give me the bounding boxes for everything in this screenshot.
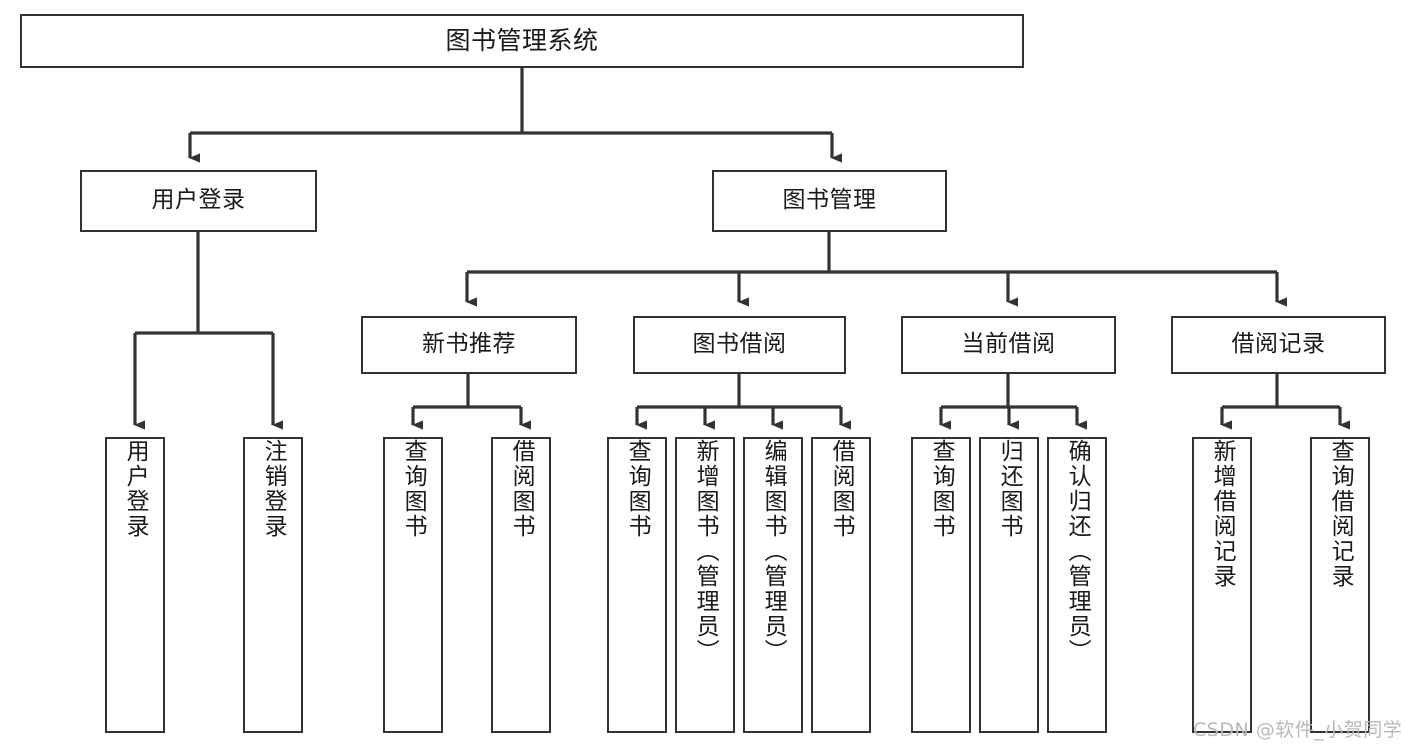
node-label: 查询图书 [400,439,427,539]
node-leaf-edit-book[interactable]: 编辑图书（管理员） [743,437,803,733]
node-leaf-confirm-return[interactable]: 确认归还（管理员） [1047,437,1107,733]
node-leaf-borrow-book-2[interactable]: 借阅图书 [811,437,871,733]
node-label: 借阅图书 [508,439,535,539]
node-label: 查询图书 [624,439,651,539]
node-current-borrow[interactable]: 当前借阅 [901,316,1116,374]
node-leaf-add-book[interactable]: 新增图书（管理员） [675,437,735,733]
node-label: 当前借阅 [961,331,1056,358]
node-borrow-record[interactable]: 借阅记录 [1171,316,1386,374]
node-leaf-query-book-3[interactable]: 查询图书 [911,437,971,733]
csdn-watermark: CSDN @软件_小贺同学 [1193,719,1403,741]
node-label: 编辑图书（管理员） [760,439,787,664]
node-leaf-borrow-book-1[interactable]: 借阅图书 [491,437,551,733]
node-label: 注销登录 [260,439,287,539]
node-leaf-query-book-2[interactable]: 查询图书 [607,437,667,733]
node-user-login[interactable]: 用户登录 [80,170,317,232]
node-label: 新书推荐 [422,331,516,358]
node-book-management[interactable]: 图书管理 [712,170,947,232]
node-label: 图书借阅 [692,331,787,358]
node-label: 用户登录 [151,187,246,214]
node-label: 新增图书（管理员） [692,439,719,664]
node-label: 借阅记录 [1231,331,1326,358]
node-leaf-user-login[interactable]: 用户登录 [105,437,165,733]
node-leaf-add-record[interactable]: 新增借阅记录 [1192,437,1252,733]
node-label: 新增借阅记录 [1209,439,1236,589]
node-leaf-query-record[interactable]: 查询借阅记录 [1310,437,1370,733]
node-label: 查询借阅记录 [1327,439,1354,589]
node-leaf-query-book-1[interactable]: 查询图书 [383,437,443,733]
node-label: 图书管理 [782,187,877,214]
node-leaf-return-book[interactable]: 归还图书 [979,437,1039,733]
node-leaf-logout-login[interactable]: 注销登录 [243,437,303,733]
node-root-book-management-system[interactable]: 图书管理系统 [20,14,1024,68]
node-label: 查询图书 [928,439,955,539]
node-book-borrow[interactable]: 图书借阅 [633,316,846,374]
node-label: 图书管理系统 [445,26,599,56]
node-label: 确认归还（管理员） [1064,439,1091,664]
node-label: 归还图书 [996,439,1023,539]
node-label: 用户登录 [122,439,149,539]
node-label: 借阅图书 [828,439,855,539]
node-new-book-recommend[interactable]: 新书推荐 [361,316,577,374]
